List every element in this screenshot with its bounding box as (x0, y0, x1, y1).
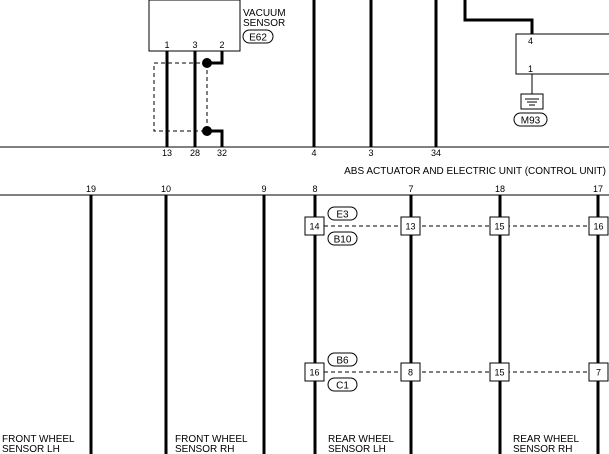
connector-lower-pin-8-box (400, 362, 421, 382)
vacuum-sensor-label-line2: SENSOR (243, 18, 285, 29)
connector-lower-pin-7: 7 (596, 368, 601, 378)
sensor-rear-rh-line1: REAR WHEEL (513, 434, 580, 445)
right-unit-pin-bottom: 1 (528, 64, 533, 74)
connector-upper-pin-13: 13 (405, 222, 415, 232)
shield-junction-bottom (202, 126, 212, 136)
connector-upper-bottom-label: B10 (334, 235, 352, 246)
connector-upper-pin-16-box (588, 216, 609, 236)
wire-right-unit-feed (463, 0, 534, 34)
vacuum-sensor-pin-3: 3 (192, 40, 197, 50)
connector-upper-top-badge (327, 206, 358, 221)
connector-upper-bottom-badge (327, 231, 358, 246)
abs-terminal-7: 7 (408, 184, 413, 194)
connector-lower-pin-15-box (489, 362, 510, 382)
sensor-front-lh-line2: SENSOR LH (2, 444, 60, 454)
connector-lower-pin-16-box (304, 362, 325, 382)
abs-terminal-13: 13 (162, 148, 172, 158)
abs-terminal-8: 8 (312, 184, 317, 194)
vacuum-sensor-connector-label: E62 (249, 33, 267, 44)
connector-upper-pin-13-box (400, 216, 421, 236)
sensor-rear-lh-line1: REAR WHEEL (328, 434, 395, 445)
connector-upper-pin-16: 16 (593, 222, 603, 232)
ground-connector-label: M93 (521, 116, 541, 127)
sensor-front-lh-line1: FRONT WHEEL (2, 434, 75, 445)
abs-terminal-19: 19 (86, 184, 96, 194)
right-unit-box (515, 33, 609, 75)
vacuum-sensor-pin-2: 2 (219, 40, 224, 50)
connector-upper-pin-14: 14 (309, 222, 319, 232)
connector-upper-pin-15: 15 (494, 222, 504, 232)
abs-terminal-32: 32 (217, 148, 227, 158)
vacuum-sensor-label-line1: VACUUM (243, 8, 286, 19)
sensor-front-rh-line2: SENSOR RH (175, 444, 234, 454)
shield-junction-top (202, 58, 212, 68)
abs-terminal-28: 28 (190, 148, 200, 158)
ground-icon (520, 93, 544, 110)
connector-lower-bottom-label: C1 (336, 381, 349, 392)
connector-lower-pin-15: 15 (494, 368, 504, 378)
sensor-rear-lh-line2: SENSOR LH (328, 444, 386, 454)
abs-terminal-9: 9 (261, 184, 266, 194)
shield-line (153, 62, 207, 132)
right-unit-pin-top: 4 (528, 36, 533, 46)
vacuum-sensor-box (148, 0, 241, 52)
connector-lower-pin-8: 8 (408, 368, 413, 378)
vacuum-sensor-pin-1: 1 (164, 40, 169, 50)
abs-terminal-4: 4 (311, 148, 316, 158)
abs-terminal-17: 17 (593, 184, 603, 194)
connector-lower-pin-7-box (588, 362, 609, 382)
abs-terminal-34: 34 (431, 148, 441, 158)
sensor-front-rh-line1: FRONT WHEEL (175, 434, 248, 445)
connector-lower-bottom-badge (327, 377, 358, 392)
abs-terminal-3: 3 (368, 148, 373, 158)
sensor-rear-rh-line2: SENSOR RH (513, 444, 572, 454)
connector-upper-pin-15-box (489, 216, 510, 236)
connector-upper-pin-14-box (304, 216, 325, 236)
abs-unit-label: ABS ACTUATOR AND ELECTRIC UNIT (CONTROL … (344, 166, 606, 177)
abs-terminal-10: 10 (161, 184, 171, 194)
abs-terminal-18: 18 (495, 184, 505, 194)
vacuum-sensor-connector-badge (242, 29, 274, 44)
connector-upper-top-label: E3 (336, 210, 349, 221)
connector-lower-pin-16: 16 (309, 368, 319, 378)
connector-lower-top-label: B6 (336, 356, 349, 367)
ground-connector-badge (513, 112, 548, 127)
connector-lower-top-badge (327, 352, 358, 367)
